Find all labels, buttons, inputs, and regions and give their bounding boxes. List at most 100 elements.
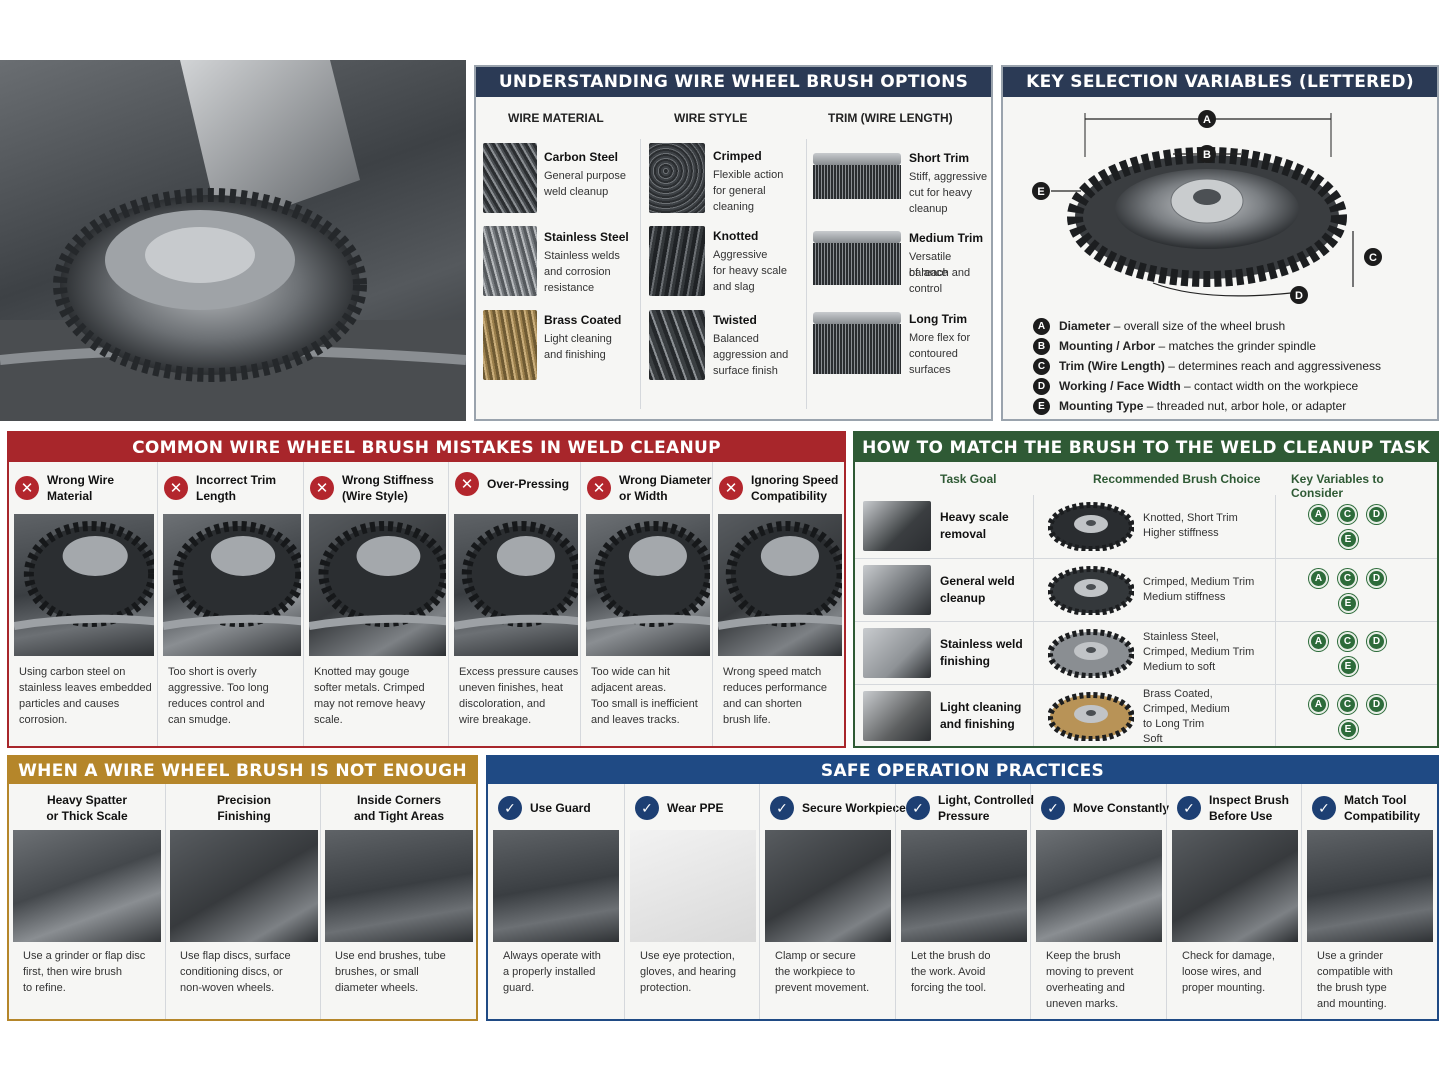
variable-badge: E xyxy=(1338,530,1358,549)
task-photo xyxy=(863,565,931,615)
not-enough-panel: WHEN A WIRE WHEEL BRUSH IS NOT ENOUGH He… xyxy=(7,755,478,1021)
safety-desc: Always operate with xyxy=(503,950,601,962)
variable-badge: C xyxy=(1338,569,1357,588)
safety-title: Match Tool xyxy=(1344,793,1407,807)
knotted-swatch xyxy=(649,226,705,296)
variables-panel: KEY SELECTION VARIABLES (LETTERED) A B C… xyxy=(1001,65,1439,421)
task-goal: removal xyxy=(940,527,987,541)
medium-trim-swatch xyxy=(813,231,901,287)
crimped-swatch xyxy=(649,143,705,213)
variable-item: A Diameter – overall size of the wheel b… xyxy=(1033,316,1433,336)
alternative-title: and Tight Areas xyxy=(353,809,445,823)
safety-desc: guard. xyxy=(503,982,535,994)
brush-photo xyxy=(1047,565,1135,616)
check-icon: ✓ xyxy=(1041,796,1065,820)
alternative-title: Finishing xyxy=(217,809,271,823)
error-x-icon: ✕ xyxy=(587,476,611,500)
svg-text:B: B xyxy=(1203,149,1211,161)
error-x-icon: ✕ xyxy=(164,476,188,500)
safety-desc: and mounting. xyxy=(1317,998,1387,1010)
options-col-style: WIRE STYLE xyxy=(674,111,748,125)
mistake-title: Length xyxy=(196,489,236,503)
variable-badge: D xyxy=(1367,695,1386,714)
brush-choice: Stainless Steel, xyxy=(1143,631,1219,643)
safety-desc: the workpiece to xyxy=(775,966,856,978)
svg-text:E: E xyxy=(1037,186,1044,198)
alternative-title: Heavy Spatter xyxy=(46,793,128,807)
alternative-photo xyxy=(325,830,473,942)
match-header-goal: Task Goal xyxy=(940,472,997,486)
safety-title: Wear PPE xyxy=(667,801,724,815)
mistake-desc: uneven finishes, heat xyxy=(459,682,563,694)
alternative-title: or Thick Scale xyxy=(46,809,128,823)
alternative-desc: non-woven wheels. xyxy=(180,982,275,994)
safety-title: Secure Workpiece xyxy=(802,801,906,815)
brush-choice: Crimped, Medium Trim xyxy=(1143,576,1255,588)
safety-photo xyxy=(1307,830,1433,942)
mistake-desc: aggressive. Too long xyxy=(168,682,269,694)
mistake-desc: Knotted may gouge xyxy=(314,666,410,678)
carbon-steel-swatch xyxy=(483,143,537,213)
variable-item: B Mounting / Arbor – matches the grinder… xyxy=(1033,336,1433,356)
mistake-desc: corrosion. xyxy=(19,714,68,726)
brush-choice: Crimped, Medium Trim xyxy=(1143,646,1255,658)
mistake-card: ✕Wrong Stiffness(Wire Style)Knotted may … xyxy=(303,462,448,746)
safety-desc: Use eye protection, xyxy=(640,950,735,962)
alternative-desc: Use end brushes, tube xyxy=(335,950,446,962)
brush-choice: Soft xyxy=(1143,733,1163,745)
mistake-title: Incorrect Trim xyxy=(196,473,277,487)
safety-desc: forcing the tool. xyxy=(911,982,987,994)
safety-desc: a properly installed xyxy=(503,966,596,978)
safety-desc: the work. Avoid xyxy=(911,966,986,978)
alternative-desc: to refine. xyxy=(23,982,66,994)
options-col-trim: TRIM (WIRE LENGTH) xyxy=(828,111,953,125)
mistakes-title: COMMON WIRE WHEEL BRUSH MISTAKES IN WELD… xyxy=(9,433,844,462)
check-icon: ✓ xyxy=(498,796,522,820)
mistakes-panel: COMMON WIRE WHEEL BRUSH MISTAKES IN WELD… xyxy=(7,431,846,748)
task-goal: Stainless weld xyxy=(940,637,1023,651)
variables-title: KEY SELECTION VARIABLES (LETTERED) xyxy=(1003,67,1437,97)
short-trim-swatch xyxy=(813,153,901,201)
alternative-desc: diameter wheels. xyxy=(335,982,419,994)
mistake-desc: and can shorten xyxy=(723,698,802,710)
brass-coated-swatch xyxy=(483,310,537,380)
stainless-steel-swatch xyxy=(483,226,537,296)
brush-choice: Knotted, Short Trim xyxy=(1143,512,1238,524)
not-enough-title: WHEN A WIRE WHEEL BRUSH IS NOT ENOUGH xyxy=(9,757,476,784)
mistake-desc: softer metals. Crimped xyxy=(314,682,425,694)
safety-desc: protection. xyxy=(640,982,692,994)
mistake-desc: adjacent areas. xyxy=(591,682,667,694)
mistake-desc: particles and causes xyxy=(19,698,120,710)
safety-desc: proper mounting. xyxy=(1182,982,1266,994)
safety-desc: overheating and xyxy=(1046,982,1125,994)
svg-text:D: D xyxy=(1295,290,1303,302)
match-title: HOW TO MATCH THE BRUSH TO THE WELD CLEAN… xyxy=(855,433,1437,462)
alternative-desc: Use flap discs, surface xyxy=(180,950,291,962)
mistake-desc: Too short is overly xyxy=(168,666,257,678)
mistake-desc: brush life. xyxy=(723,714,771,726)
task-goal: cleanup xyxy=(940,591,986,605)
error-x-icon: ✕ xyxy=(719,476,743,500)
mistake-desc: discoloration, and xyxy=(459,698,546,710)
brush-choice: Crimped, Medium xyxy=(1143,703,1230,715)
safety-desc: Check for damage, xyxy=(1182,950,1275,962)
safety-desc: uneven marks. xyxy=(1046,998,1119,1010)
variable-badge: C xyxy=(1338,632,1357,651)
variable-badge: E xyxy=(1338,594,1358,613)
error-x-icon: ✕ xyxy=(455,472,479,496)
alternative-title: Inside Corners xyxy=(356,793,442,807)
mistake-title: Over-Pressing xyxy=(487,477,570,491)
brush-photo xyxy=(1047,628,1135,679)
mistake-desc: Excess pressure causes xyxy=(459,666,579,678)
brush-photo xyxy=(1047,501,1135,552)
task-photo xyxy=(863,501,931,551)
